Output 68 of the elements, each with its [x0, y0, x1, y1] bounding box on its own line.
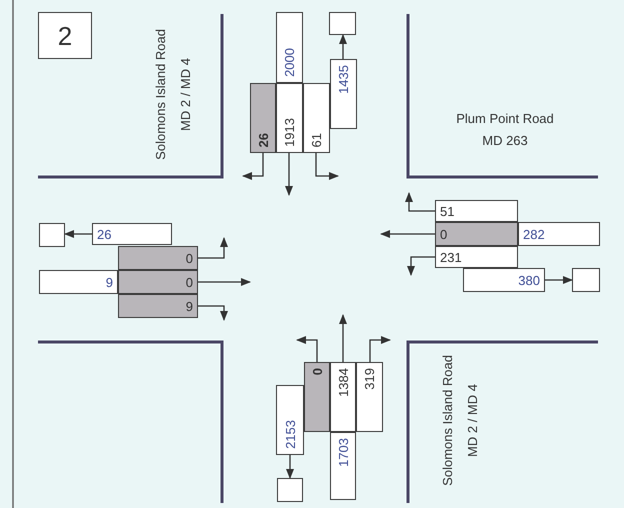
volume-number: 26	[256, 132, 270, 147]
turn-arrow	[407, 256, 435, 276]
destination-box	[39, 223, 65, 247]
lane-volume-box	[276, 83, 303, 153]
volume-number: 2000	[283, 48, 296, 77]
road-name: MD 263	[482, 134, 528, 146]
arrow	[339, 34, 347, 59]
turn-arrow	[198, 305, 228, 321]
destination-box	[329, 12, 356, 35]
turn-arrow	[369, 336, 391, 362]
volume-total-box	[39, 270, 118, 294]
road-name: Solomons Island Road	[154, 28, 166, 160]
volume-total-box	[92, 223, 172, 245]
turn-arrow	[296, 336, 318, 362]
road-name: Solomons Island Road	[440, 354, 454, 486]
volume-total-box	[276, 385, 304, 455]
volume-number: 0	[186, 252, 193, 264]
turn-arrow	[285, 153, 293, 196]
volume-number: 380	[518, 274, 540, 286]
arrow	[545, 276, 573, 284]
volume-total-box	[276, 12, 303, 83]
lane-volume-box	[435, 222, 518, 246]
destination-box	[277, 478, 303, 502]
volume-total-box	[518, 222, 600, 246]
turn-arrow	[380, 230, 435, 238]
volume-number: 1913	[283, 118, 296, 147]
lane-volume-box	[118, 270, 198, 294]
road-name: Plum Point Road	[456, 112, 554, 124]
lane-volume-box	[330, 362, 356, 432]
road-name: MD 2 / MD 4	[466, 384, 478, 456]
volume-number: 231	[440, 250, 462, 264]
volume-number: 51	[440, 204, 454, 218]
volume-number: 0	[186, 276, 193, 288]
intersection-number-box	[38, 12, 92, 59]
lane-volume-box	[250, 83, 276, 153]
volume-total-box	[330, 432, 356, 500]
destination-box	[572, 268, 600, 292]
turn-arrow	[198, 237, 228, 259]
volume-number: 282	[523, 228, 545, 240]
turn-arrow	[339, 314, 347, 362]
lane-volume-box	[118, 294, 198, 318]
volume-number: 26	[97, 228, 112, 240]
volume-total-box	[330, 59, 357, 129]
volume-number: 9	[186, 300, 193, 312]
volume-number: 0	[440, 228, 448, 240]
turn-arrow	[315, 153, 339, 180]
turn-arrow	[198, 278, 251, 286]
volume-number: 9	[106, 276, 113, 288]
lane-volume-box	[304, 362, 330, 432]
road-name: MD 2 / MD 4	[178, 58, 192, 130]
intersection-number: 2	[58, 22, 72, 48]
volume-number: 1435	[337, 65, 350, 94]
lane-volume-box	[303, 83, 330, 153]
lane-volume-box	[356, 362, 383, 432]
volume-number: 2153	[284, 420, 296, 449]
volume-number: 61	[310, 132, 323, 147]
lane-volume-box	[118, 246, 198, 270]
turn-arrow	[242, 153, 264, 180]
volume-number: 1384	[336, 368, 350, 397]
volume-number: 0	[310, 368, 324, 376]
volume-total-box	[463, 268, 545, 292]
arrow	[64, 230, 92, 238]
lane-volume-box	[435, 200, 518, 222]
lane-volume-box	[435, 246, 518, 268]
turn-arrow	[405, 192, 435, 212]
arrow	[286, 455, 294, 479]
volume-number: 1703	[336, 438, 350, 467]
volume-number: 319	[363, 368, 376, 390]
